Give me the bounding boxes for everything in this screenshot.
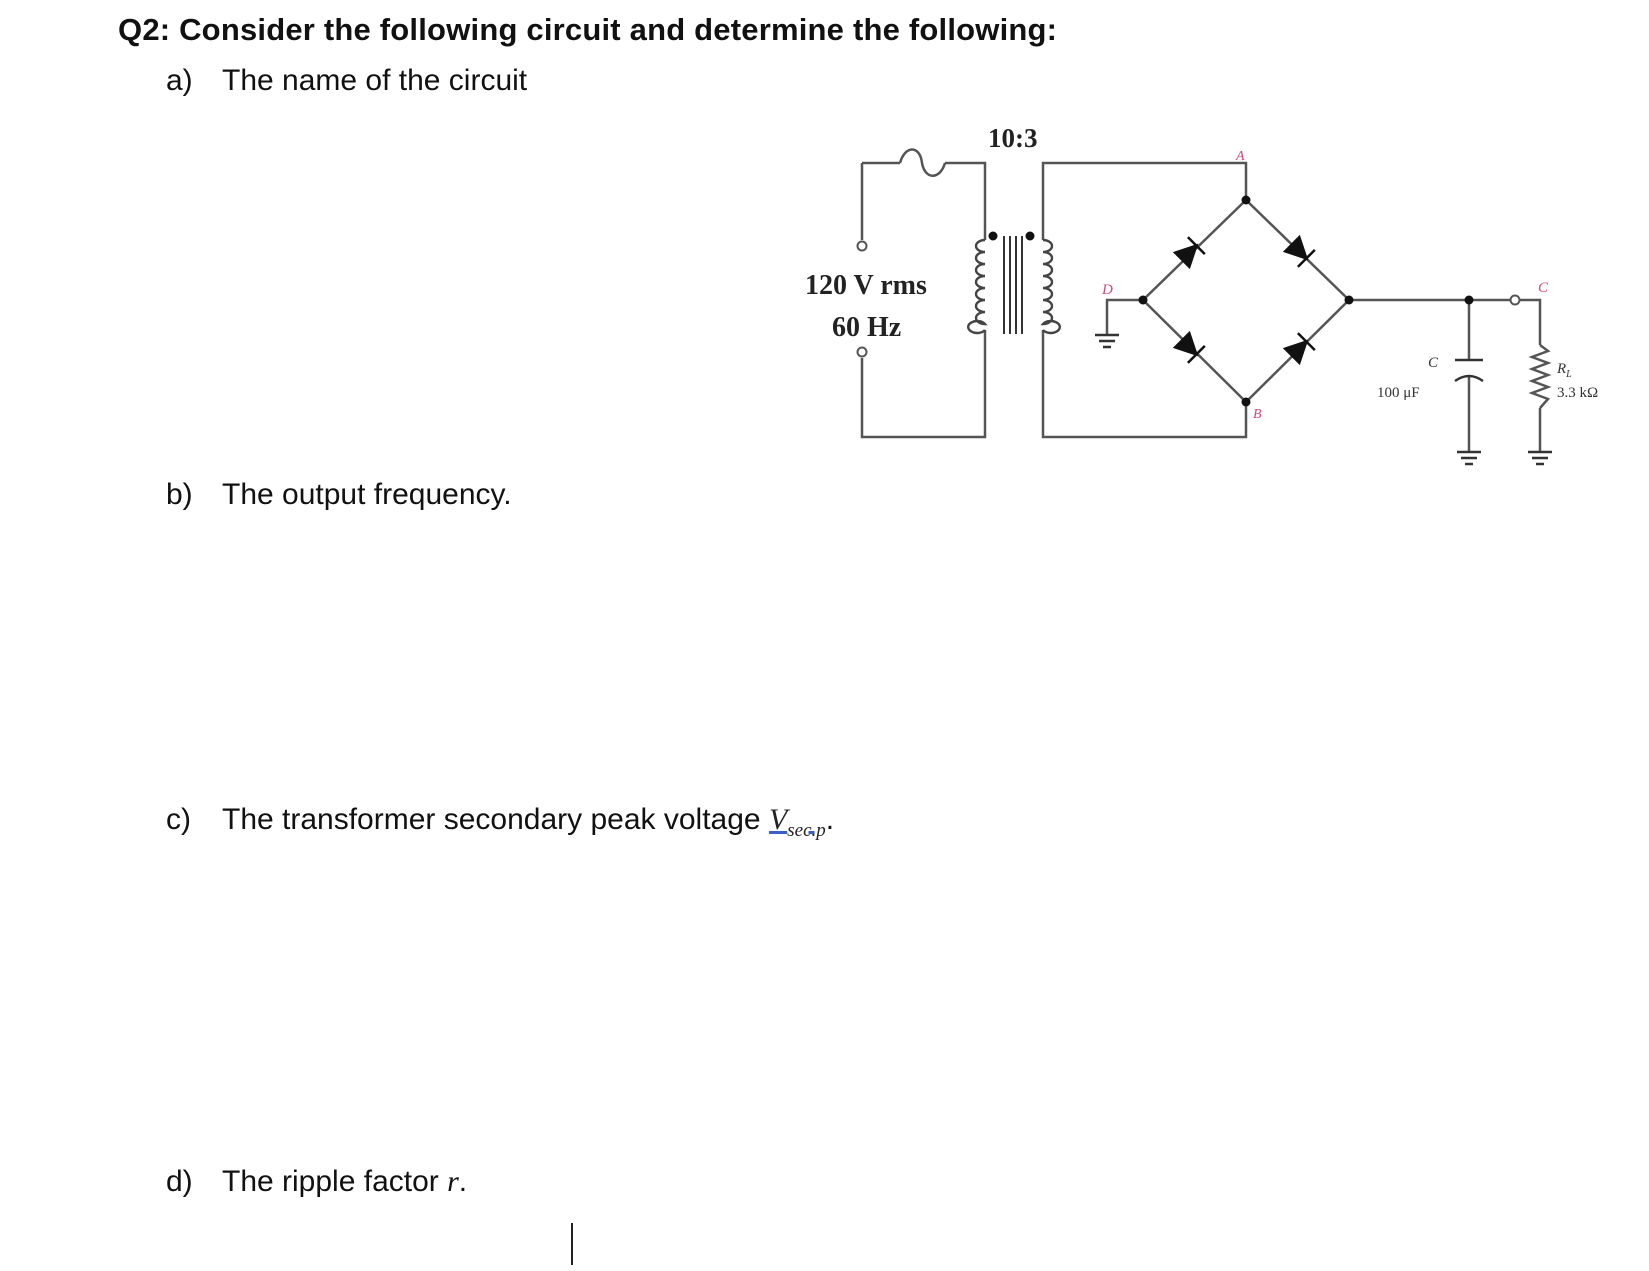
node-b-label: B xyxy=(1253,407,1262,422)
capacitor-label: C xyxy=(1428,355,1439,371)
diode-top-right xyxy=(1282,234,1316,268)
node-left-dot xyxy=(1138,295,1148,305)
load-resistor xyxy=(1528,344,1552,409)
secondary-dot xyxy=(1025,231,1035,241)
ground-symbol-cap xyxy=(1457,450,1481,466)
question-b-label: b) xyxy=(166,478,193,511)
load-wire xyxy=(1518,298,1542,452)
text-cursor xyxy=(571,1223,573,1265)
vsec-symbol: Vsec.p xyxy=(768,803,826,841)
question-d-label: d) xyxy=(166,1165,193,1198)
node-c-label: C xyxy=(1538,280,1549,296)
question-a-text: The name of the circuit xyxy=(222,64,528,97)
fuse-symbol xyxy=(898,148,947,177)
transformer-ratio: 10:3 xyxy=(988,123,1038,153)
question-c-text: The transformer secondary peak voltage xyxy=(222,803,769,836)
primary-wire-top xyxy=(860,161,900,240)
diode-top-left xyxy=(1172,236,1206,270)
output-terminal xyxy=(1509,294,1521,306)
secondary-coil xyxy=(1040,238,1061,335)
question-title: Q2: Consider the following circuit and d… xyxy=(118,12,1058,47)
cap-plate-bottom xyxy=(1454,374,1484,383)
node-cap-dot xyxy=(1464,295,1474,305)
question-d: d)The ripple factor r. xyxy=(166,1165,468,1198)
node-d-label: D xyxy=(1101,282,1113,298)
node-a-dot xyxy=(1241,195,1251,205)
question-b-text: The output frequency. xyxy=(222,478,512,511)
question-c: c) The transformer secondary peak voltage… xyxy=(166,803,835,841)
primary-dot xyxy=(988,231,998,241)
question-a: a) The name of the circuit xyxy=(166,64,527,98)
load-value: 3.3 kΩ xyxy=(1557,385,1598,401)
diode-bottom-right xyxy=(1282,332,1316,366)
question-c-label: c) xyxy=(166,803,191,836)
diode-bottom-left xyxy=(1172,330,1206,364)
node-b-dot xyxy=(1241,397,1251,407)
source-voltage-label: 120 V rms xyxy=(805,270,927,301)
input-terminal-bottom xyxy=(856,346,868,358)
bridge-diamond xyxy=(1141,198,1351,404)
primary-wire-top-right xyxy=(945,161,987,240)
load-label: RL xyxy=(1556,361,1572,380)
ground-wire-d xyxy=(1105,298,1143,335)
node-a-label: A xyxy=(1235,149,1245,164)
primary-coil xyxy=(967,238,988,335)
secondary-wire-bottom xyxy=(1041,330,1248,439)
ripple-symbol: r xyxy=(447,1165,459,1198)
question-b: b) The output frequency. xyxy=(166,478,512,512)
capacitor-value: 100 μF xyxy=(1377,385,1420,401)
input-terminal-top xyxy=(856,240,868,252)
primary-wire-bottom xyxy=(860,330,987,439)
ground-symbol-d xyxy=(1095,333,1119,349)
secondary-wire-top xyxy=(1041,161,1248,240)
ground-symbol-load xyxy=(1528,450,1552,466)
node-right-dot xyxy=(1344,295,1354,305)
question-d-text: The ripple factor xyxy=(222,1165,448,1198)
question-a-label: a) xyxy=(166,64,193,97)
source-frequency-label: 60 Hz xyxy=(832,312,901,343)
